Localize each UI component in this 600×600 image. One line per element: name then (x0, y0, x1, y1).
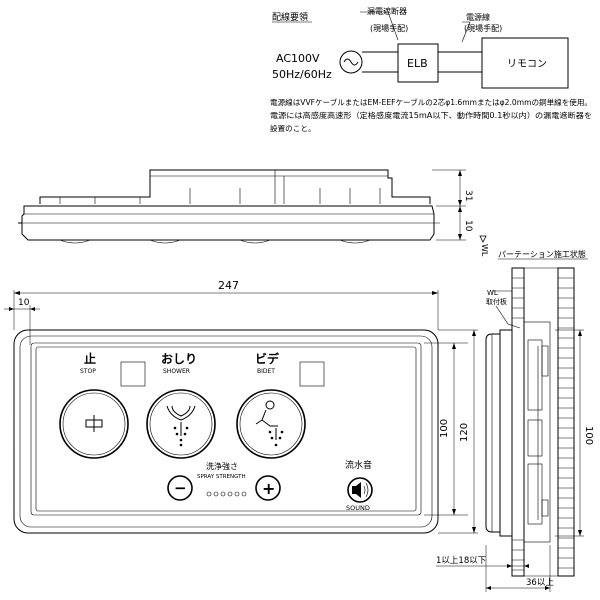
ac-voltage: AC100V (276, 52, 320, 65)
plus-icon: + (262, 479, 275, 498)
bidet-label-jp: ビデ (255, 351, 280, 366)
partition-title: パーテーション施工状態 (498, 249, 586, 259)
strength-label-en: SPRAY STRENGTH (197, 474, 246, 480)
shower-label-jp: おしり (161, 352, 197, 366)
partition-depth-dim: 36以上 (526, 578, 554, 588)
strength-minus-button[interactable]: − (167, 475, 193, 501)
ac-source-symbol (339, 50, 363, 74)
partition-wall-right (557, 267, 575, 577)
partition-thickness-note: 1以上18以下 (436, 556, 487, 566)
ac-frequency: 50Hz/60Hz (272, 68, 332, 81)
side-height-dim: 31 (463, 190, 473, 201)
partition-wall-left (511, 267, 525, 577)
remote-face-panel (30, 342, 422, 516)
bidet-icon (255, 400, 284, 447)
side-wl-label: WL (480, 244, 489, 257)
elb-label-sub: (現場手配) (370, 23, 408, 33)
stop-label-jp: 止 (84, 351, 96, 366)
remote-backbox (523, 321, 551, 543)
wiring-note-2: 電源には高感度高速形（定格感度電流15mA以下、動作時間0.1秒以内）の漏電遮断… (270, 110, 592, 120)
remote-box (481, 37, 569, 89)
partition-view: パーテーション施工状態 (436, 249, 594, 592)
elb-box-label: ELB (407, 57, 428, 70)
front-width-dim: 247 (218, 279, 239, 292)
strength-plus-button[interactable]: + (255, 475, 281, 501)
side-view: 31 10 WL (18, 169, 489, 257)
sound-label-jp: 流水音 (345, 459, 372, 471)
sensor-window-left (120, 361, 146, 387)
stop-button[interactable] (59, 389, 129, 459)
stop-icon (85, 415, 103, 432)
bidet-label-en: BIDET (257, 368, 275, 375)
front-edge-dim: 10 (18, 298, 30, 308)
outer-height-dim: 120 (459, 423, 470, 442)
wiring-title: 配線要領 (272, 11, 308, 23)
strength-level-indicator (206, 491, 247, 497)
sensor-window-right (299, 361, 325, 387)
shower-button[interactable] (146, 389, 216, 459)
stop-label-en: STOP (80, 368, 96, 375)
minus-icon: − (174, 479, 187, 497)
shower-label-en: SHOWER (163, 368, 190, 375)
elb-label: 漏電遮断器 (367, 6, 407, 16)
strength-label-jp: 洗浄強さ (206, 461, 238, 471)
power-line-label: 電源線 (466, 12, 490, 22)
wiring-diagram: 配線要領 漏電遮断器 (現場手配) 電源線 (現場手配) AC100V 50Hz… (270, 6, 592, 133)
wiring-note-1: 電源線はVVFケーブルまたはEM-EEFケーブルの2芯φ1.6mmまたはφ2.0… (270, 97, 592, 107)
partition-wl-label: WL (487, 289, 498, 297)
bidet-button[interactable] (236, 389, 306, 459)
remote-outer-frame (13, 329, 439, 534)
shower-icon (166, 405, 196, 447)
partition-height-dim: 100 (583, 426, 594, 445)
elb-box (397, 43, 439, 83)
sine-wave-icon (343, 58, 359, 66)
wiring-note-3: 設置のこと。 (270, 123, 316, 133)
speaker-icon (352, 482, 369, 498)
sound-button[interactable] (347, 477, 373, 503)
power-line-label-sub: (現場手配) (464, 23, 502, 33)
bracket-label: 取付板 (486, 297, 507, 306)
front-view: 247 10 止 STOP おしり SHOWER ビデ BIDET (4, 279, 478, 534)
inner-height-dim: 100 (439, 419, 450, 438)
sound-label-en: SOUND (346, 504, 370, 512)
remote-box-label: リモコン (507, 59, 547, 70)
remote-side-profile (485, 333, 501, 533)
side-base-dim: 10 (463, 220, 473, 232)
